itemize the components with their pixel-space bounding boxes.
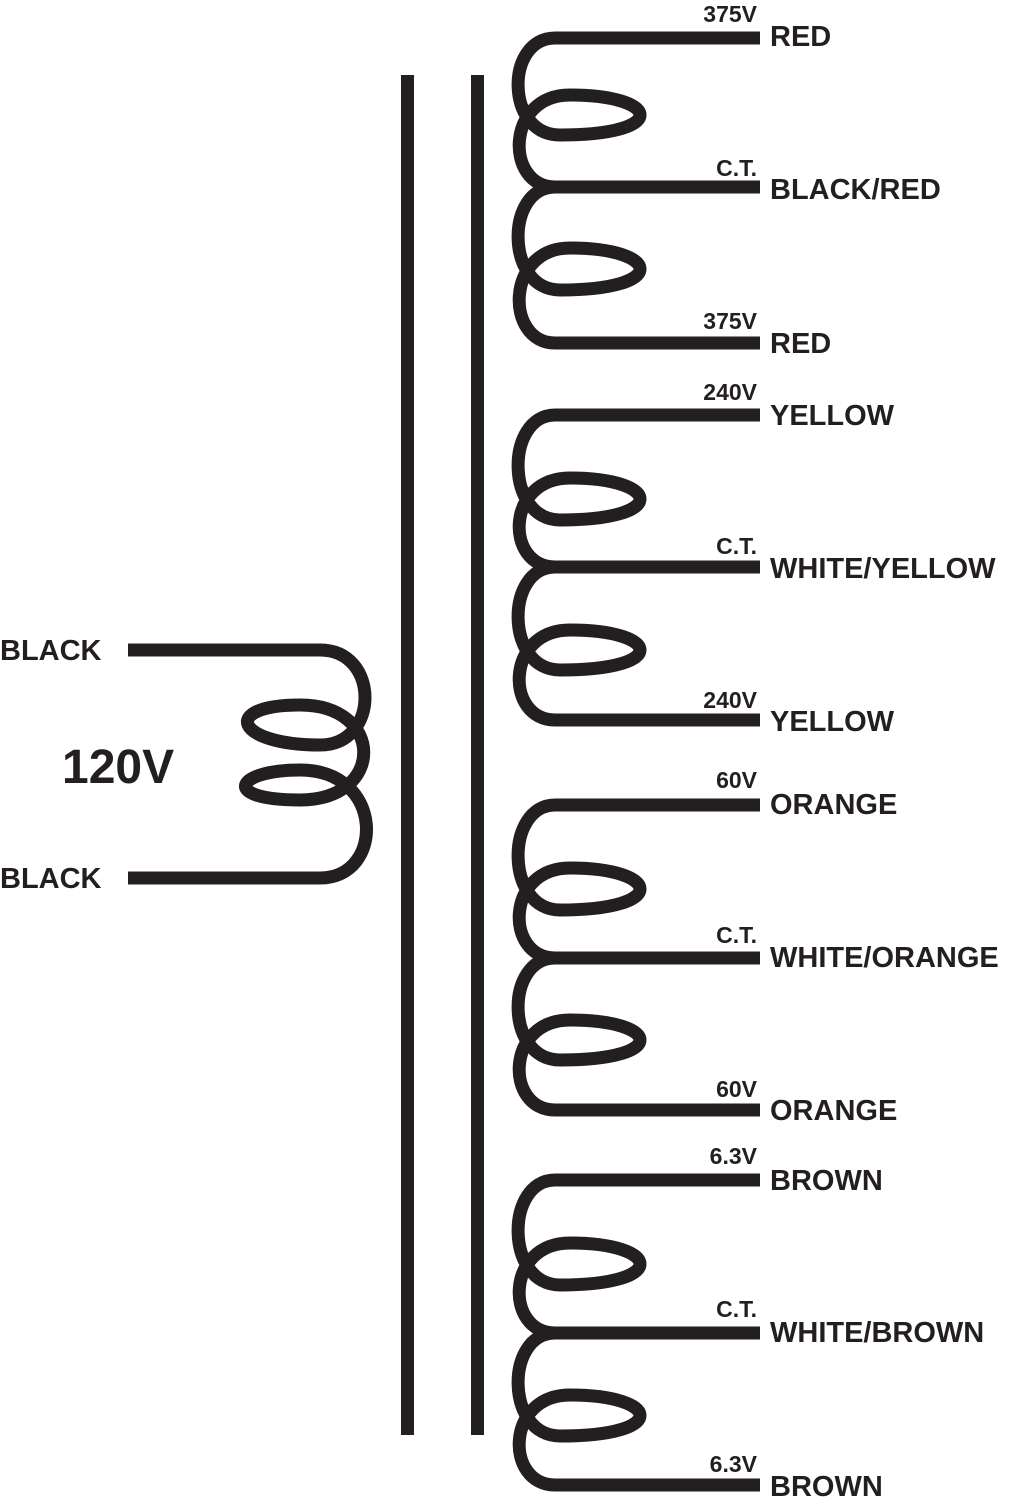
secondary-4-voltage-bottom: 6.3V — [710, 1451, 758, 1477]
secondary-1-color-top: RED — [770, 21, 831, 53]
secondary-winding-3: 60V ORANGE C.T. WHITE/ORANGE 60V ORANGE — [511, 767, 999, 1127]
secondary-2-color-ct: WHITE/YELLOW — [770, 553, 996, 585]
primary-lead-label-bottom: BLACK — [0, 863, 102, 895]
primary-voltage-label: 120V — [62, 741, 174, 794]
secondary-winding-2: 240V YELLOW C.T. WHITE/YELLOW 240V YELLO… — [511, 379, 996, 738]
secondary-4-color-ct: WHITE/BROWN — [770, 1317, 984, 1349]
primary-coil — [128, 643, 373, 885]
primary-winding: BLACK BLACK 120V — [0, 635, 373, 895]
secondary-1-voltage-bottom: 375V — [703, 308, 757, 334]
secondary-3-color-bottom: ORANGE — [770, 1095, 897, 1127]
secondary-coil-2 — [511, 408, 760, 727]
secondary-2-voltage-ct: C.T. — [716, 533, 757, 559]
secondary-3-color-ct: WHITE/ORANGE — [770, 942, 999, 974]
secondary-coil-1 — [511, 31, 760, 350]
secondary-4-color-top: BROWN — [770, 1165, 883, 1197]
secondary-2-voltage-bottom: 240V — [703, 687, 757, 713]
secondary-4-voltage-ct: C.T. — [716, 1296, 757, 1322]
secondary-winding-1: 375V RED C.T. BLACK/RED 375V RED — [511, 1, 941, 360]
core-bar-left — [401, 75, 414, 1435]
secondary-3-voltage-bottom: 60V — [716, 1076, 758, 1102]
core-bar-right — [471, 75, 484, 1435]
secondary-2-color-bottom: YELLOW — [770, 706, 895, 738]
secondary-coil-3 — [511, 798, 760, 1117]
secondary-1-voltage-top: 375V — [703, 1, 757, 27]
secondary-4-color-bottom: BROWN — [770, 1471, 883, 1503]
secondary-1-voltage-ct: C.T. — [716, 155, 757, 181]
secondary-1-color-ct: BLACK/RED — [770, 174, 941, 206]
secondary-3-color-top: ORANGE — [770, 789, 897, 821]
secondary-3-voltage-top: 60V — [716, 767, 758, 793]
secondary-1-color-bottom: RED — [770, 328, 831, 360]
secondary-winding-4: 6.3V BROWN C.T. WHITE/BROWN 6.3V BROWN — [511, 1143, 984, 1503]
secondary-2-color-top: YELLOW — [770, 400, 895, 432]
secondary-4-voltage-top: 6.3V — [710, 1143, 758, 1169]
secondary-3-voltage-ct: C.T. — [716, 922, 757, 948]
secondary-coil-4 — [511, 1173, 760, 1492]
secondary-2-voltage-top: 240V — [703, 379, 757, 405]
primary-lead-label-top: BLACK — [0, 635, 102, 667]
